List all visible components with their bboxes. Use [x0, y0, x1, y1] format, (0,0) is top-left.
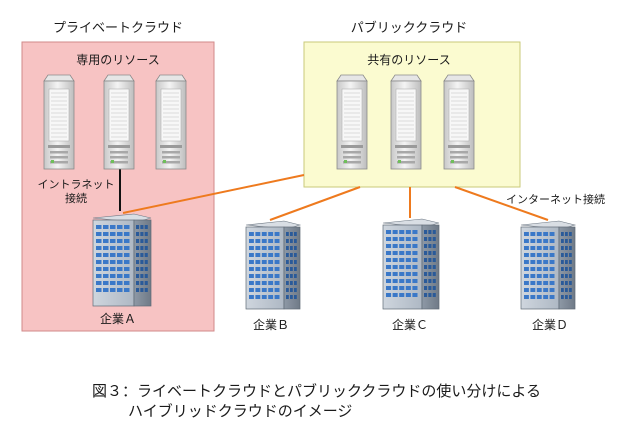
building-company-b	[245, 220, 302, 310]
building-company-d	[520, 220, 577, 310]
internet-label: インターネット接続	[506, 193, 605, 206]
public-resources-label: 共有のリソース	[367, 53, 451, 67]
server-private-1	[43, 74, 75, 170]
building-company-a	[92, 213, 152, 307]
internet-line-b	[269, 186, 361, 221]
company-d-label: 企業Ｄ	[531, 318, 569, 332]
private-cloud-title: プライベートクラウド	[52, 21, 184, 36]
company-b-label: 企業Ｂ	[252, 318, 290, 332]
caption-line-1: 図３：ライベートクラウドとパブリッククラウドの使い分けによる	[92, 382, 541, 400]
internet-line-a	[122, 174, 305, 214]
server-public-3	[443, 74, 475, 170]
server-private-3	[155, 74, 187, 170]
server-private-2	[103, 74, 135, 170]
intranet-label: イントラネット 接続	[37, 178, 115, 205]
private-resources-label: 専用のリソース	[76, 53, 160, 67]
company-a-label: 企業Ａ	[99, 312, 137, 326]
server-public-1	[336, 74, 368, 170]
company-c-label: 企業Ｃ	[391, 318, 429, 332]
internet-line-d	[454, 186, 549, 221]
building-company-c	[382, 218, 440, 310]
caption-line-2: ハイブリッドクラウドのイメージ	[128, 402, 353, 420]
server-public-2	[390, 74, 422, 170]
public-cloud-title: パブリッククラウド	[350, 21, 468, 36]
connection-lines	[119, 168, 549, 221]
